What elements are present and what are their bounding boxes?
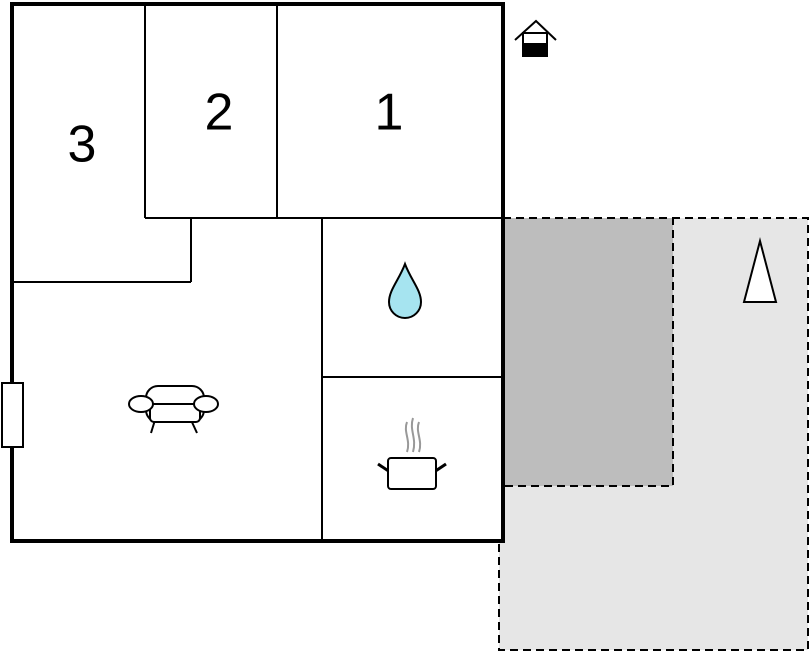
room-number-1: 1 (375, 84, 404, 142)
sofa-icon (128, 385, 219, 434)
cooking-pot-icon (377, 417, 447, 490)
covered-terrace-area (502, 217, 674, 487)
room-number-3: 3 (68, 116, 97, 174)
north-arrow-icon (742, 237, 778, 303)
house-icon (514, 19, 557, 57)
water-drop-icon (387, 261, 423, 319)
door-icon (1, 382, 24, 448)
room-number-2: 2 (205, 84, 234, 142)
interior-walls (12, 4, 503, 541)
outer-walls (10, 2, 505, 543)
